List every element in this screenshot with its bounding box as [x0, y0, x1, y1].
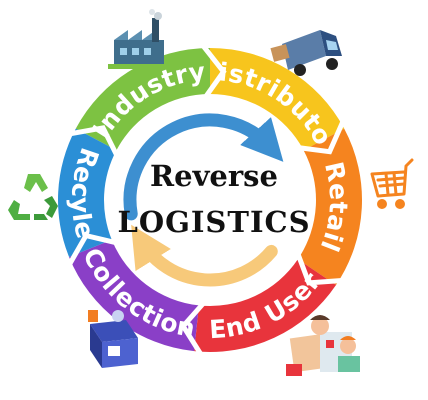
collection-box-icon [88, 310, 138, 368]
segment-retail [297, 128, 363, 285]
factory-icon [108, 9, 170, 69]
recycle-icon [8, 174, 58, 220]
segment-separator [66, 232, 119, 268]
segment-end-user [194, 259, 337, 353]
delivery-truck-icon [270, 30, 342, 76]
segment-recycle [58, 128, 117, 257]
people-with-packages-icon [286, 315, 360, 376]
segment-distributor [210, 48, 345, 151]
center-title-line1: Reverse [150, 159, 278, 193]
segment-separator [180, 300, 207, 358]
ring-separators [66, 42, 347, 358]
ring-segments [58, 48, 363, 353]
segment-separator [199, 42, 227, 100]
forward-flow-arrow [123, 113, 284, 221]
segment-separator [295, 251, 344, 286]
center-title-line2: LOGISTICS [117, 205, 310, 239]
return-flow-arrow [131, 224, 278, 287]
center-disc [108, 98, 312, 302]
segment-collection [69, 239, 199, 352]
segment-industry [75, 48, 210, 151]
segment-separator [68, 125, 120, 159]
segment-separator [297, 118, 347, 155]
shopping-cart-icon [370, 158, 414, 209]
